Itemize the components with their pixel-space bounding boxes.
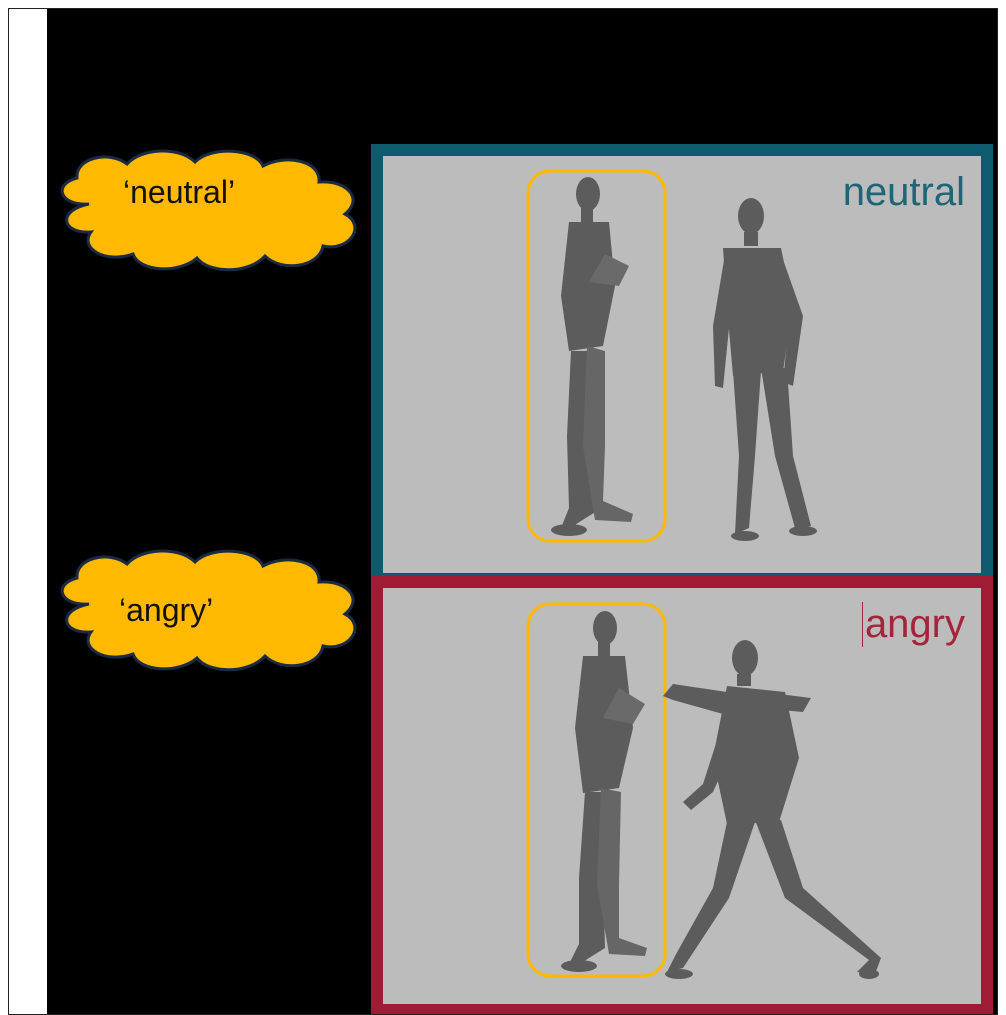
thought-bubble-angry: ‘angry’ [49,544,369,674]
figure-frame: ‘neutral’ neutral [8,8,998,1015]
focus-highlight-box [526,169,667,543]
person-figure-observer [561,611,647,972]
panel-label-angry: angry [861,602,965,647]
scene-panel-neutral: neutral [371,144,993,585]
thought-text: ‘angry’ [119,592,214,628]
cloud-icon [60,549,357,672]
scene-area: neutral [383,156,981,573]
scene-panel-angry: angry [371,576,993,1014]
focus-highlight-box [526,602,667,978]
scene-figures [526,169,817,543]
scene-figures [526,602,881,979]
person-figure-actor [713,198,817,541]
cloud-icon [60,149,357,272]
panel-label-neutral: neutral [842,170,965,214]
thought-text: ‘neutral’ [123,174,236,210]
person-figure-actor [663,640,881,979]
scene-area: angry [383,588,981,1004]
person-figure-observer [551,177,633,536]
thought-bubble-neutral: ‘neutral’ [49,144,369,274]
